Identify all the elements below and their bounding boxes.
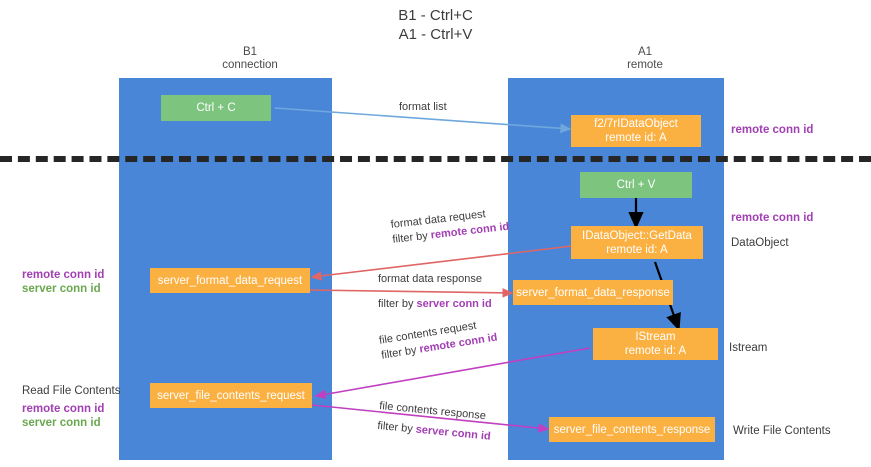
annotation-read-file-contents: Read File Contents [22, 385, 121, 397]
edge-label-format-list: format list [399, 101, 447, 113]
phase-divider [0, 156, 871, 162]
annotation-left-server-conn-id: server conn id [22, 283, 101, 295]
annotation-left-remote-conn-id: remote conn id [22, 269, 105, 281]
filter-key-server-conn-id: server conn id [415, 423, 492, 443]
node-idataobject[interactable]: f2/7rIDataObject remote id: A [571, 115, 701, 147]
edge-label-format-data-response-text: format data response [378, 273, 482, 285]
node-idataobject-getdata[interactable]: IDataObject::GetData remote id: A [571, 226, 703, 259]
node-server-format-data-response[interactable]: server_format_data_response [513, 280, 673, 305]
page-title: B1 - Ctrl+C A1 - Ctrl+V [398, 7, 473, 43]
filter-prefix: filter by [378, 298, 417, 310]
node-istream[interactable]: IStream remote id: A [593, 328, 718, 360]
filter-prefix: filter by [391, 229, 432, 246]
annotation-left-server-conn-id-2: server conn id [22, 417, 101, 429]
column-header-a1: A1 remote [627, 46, 663, 71]
annotation-right-remote-conn-id-mid: remote conn id [731, 212, 814, 224]
annotation-dataobject: DataObject [731, 237, 789, 249]
node-ctrl-c[interactable]: Ctrl + C [161, 95, 271, 121]
filter-key-server-conn-id: server conn id [416, 298, 492, 310]
annotation-right-remote-conn-id-top: remote conn id [731, 124, 814, 136]
filter-prefix: filter by [376, 419, 417, 436]
edge-label-format-data-response-filter: filter by server conn id [378, 297, 492, 312]
node-server-file-contents-response[interactable]: server_file_contents_response [549, 417, 715, 442]
annotation-write-file-contents: Write File Contents [733, 425, 831, 437]
node-server-file-contents-request[interactable]: server_file_contents_request [150, 383, 312, 408]
annotation-istream: Istream [729, 342, 768, 354]
edge-label-format-data-response: format data response filter by server co… [378, 272, 492, 312]
edge-label-file-contents-response: file contents response filter by server … [377, 399, 494, 445]
column-header-b1: B1 connection [222, 46, 278, 71]
annotation-left-remote-conn-id-2: remote conn id [22, 403, 105, 415]
node-ctrl-v[interactable]: Ctrl + V [580, 172, 692, 198]
edge-label-format-data-request: format data request filter by remote con… [390, 205, 510, 248]
node-server-format-data-request[interactable]: server_format_data_request [150, 268, 310, 293]
edge-label-file-contents-request: file contents request filter by remote c… [378, 316, 499, 364]
